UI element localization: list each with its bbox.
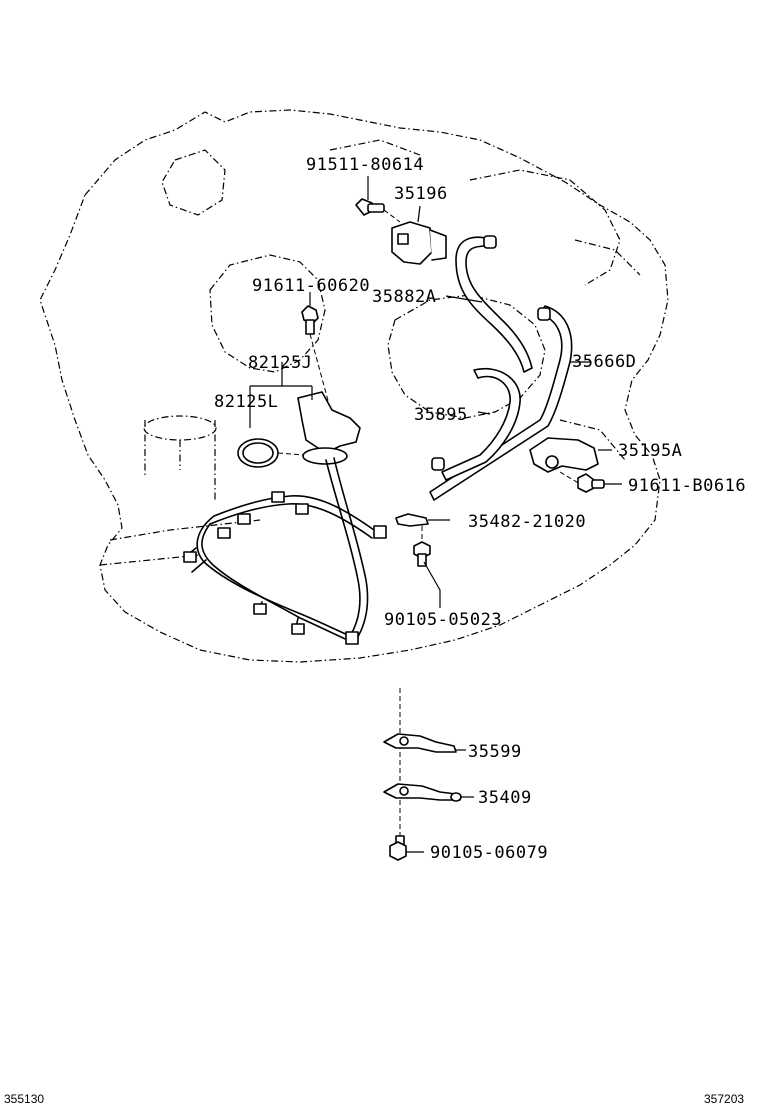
- label-pipe-d: 35666D: [572, 352, 636, 372]
- sensor-bolt: [301, 292, 331, 409]
- label-bolt-sensor: 91611-60620: [252, 276, 370, 296]
- corner-code-left: 355130: [4, 1092, 44, 1106]
- bolt-05023: [413, 526, 441, 608]
- label-bracket-upper: 35196: [394, 184, 448, 204]
- plate-35409: [383, 783, 474, 802]
- transmission-outline: [39, 109, 669, 663]
- bolt-b0616: [577, 473, 622, 493]
- label-bolt-b0616: 91611-B0616: [628, 476, 746, 496]
- label-plate-35409: 35409: [478, 788, 532, 808]
- speed-sensor: [297, 391, 369, 641]
- label-plate-35599: 35599: [468, 742, 522, 762]
- label-sensor-l: 82125L: [214, 392, 278, 412]
- bracket-35196: [391, 205, 447, 265]
- pipe-35666d: [429, 305, 590, 501]
- label-bolt-05023: 90105-05023: [384, 610, 502, 630]
- label-clamp: 35482-21020: [468, 512, 586, 532]
- o-ring: [237, 438, 305, 468]
- label-bracket-a: 35195A: [618, 441, 682, 461]
- corner-code-right: 357203: [704, 1092, 744, 1106]
- label-pipe-a: 35882A: [372, 287, 436, 307]
- bracket-35195a: [529, 437, 612, 485]
- label-pipe-35895: 35895: [414, 405, 468, 425]
- label-sensor-j: 82125J: [248, 353, 312, 373]
- label-bolt-06079: 90105-06079: [430, 843, 548, 863]
- clamp-35482: [395, 513, 450, 527]
- sensor-leader-bracket: [249, 362, 313, 428]
- plate-35599: [383, 733, 466, 753]
- label-bolt-upper: 91511-80614: [306, 155, 424, 175]
- upper-bolt: [355, 176, 401, 223]
- bolt-06079: [389, 835, 424, 861]
- pipe-35895: [431, 367, 521, 481]
- wire-harness: [183, 491, 387, 645]
- pipe-35882a: [445, 235, 533, 373]
